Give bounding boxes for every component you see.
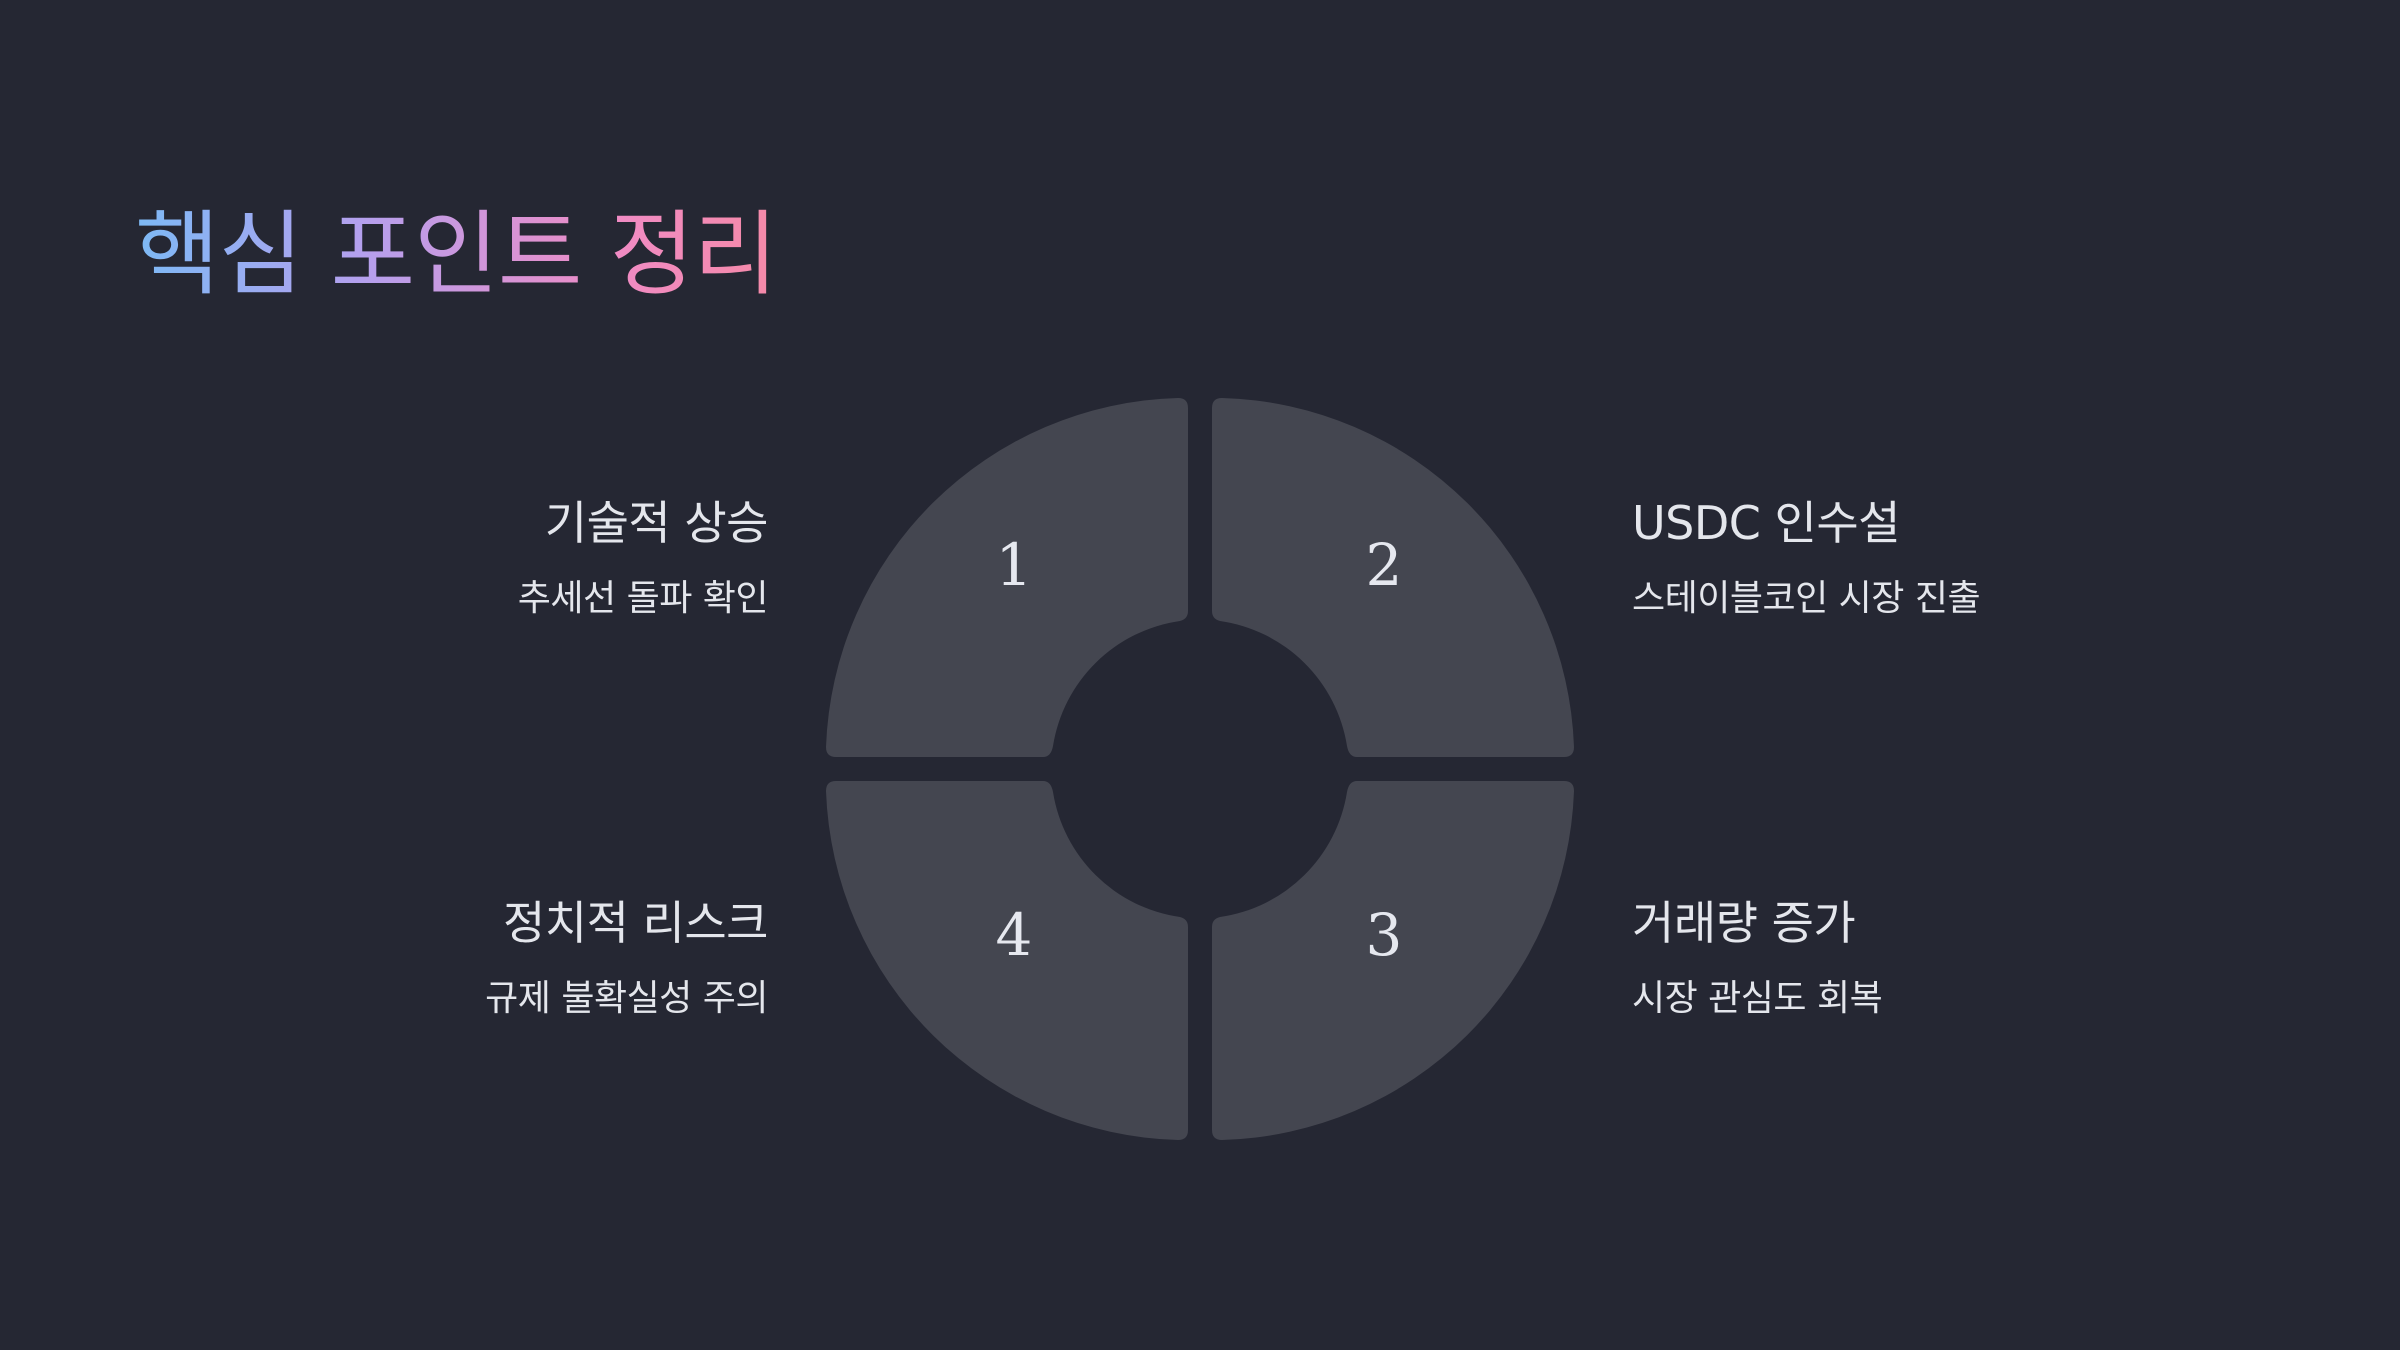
segment-4-detail: 규제 불확실성 주의 [485,978,768,1020]
segment-3-number: 3 [1366,901,1403,969]
segment-2 [1212,398,1574,757]
segment-3 [1212,781,1574,1140]
segment-3-detail: 시장 관심도 회복 [1632,978,1883,1020]
segment-3-heading: 거래량 증가 [1632,896,1856,950]
segment-4 [826,781,1188,1140]
segment-1-detail: 추세선 돌파 확인 [517,578,769,620]
segment-3-label: 거래량 증가 시장 관심도 회복 [1632,896,1883,1020]
segment-2-detail: 스테이블코인 시장 진출 [1632,578,1981,620]
segment-1 [826,398,1188,757]
segment-2-label: USDC 인수설 스테이블코인 시장 진출 [1632,496,1981,620]
segment-1-heading: 기술적 상승 [544,496,769,550]
segment-1-number: 1 [996,531,1033,599]
slide-title: 핵심 포인트 정리 [135,200,778,310]
segment-4-label: 정치적 리스크 규제 불확실성 주의 [485,896,768,1020]
segment-2-heading: USDC 인수설 [1632,496,1901,550]
segment-2-number: 2 [1366,531,1403,599]
segment-4-number: 4 [996,901,1033,969]
segment-1-label: 기술적 상승 추세선 돌파 확인 [517,496,769,620]
segment-4-heading: 정치적 리스크 [502,896,769,950]
